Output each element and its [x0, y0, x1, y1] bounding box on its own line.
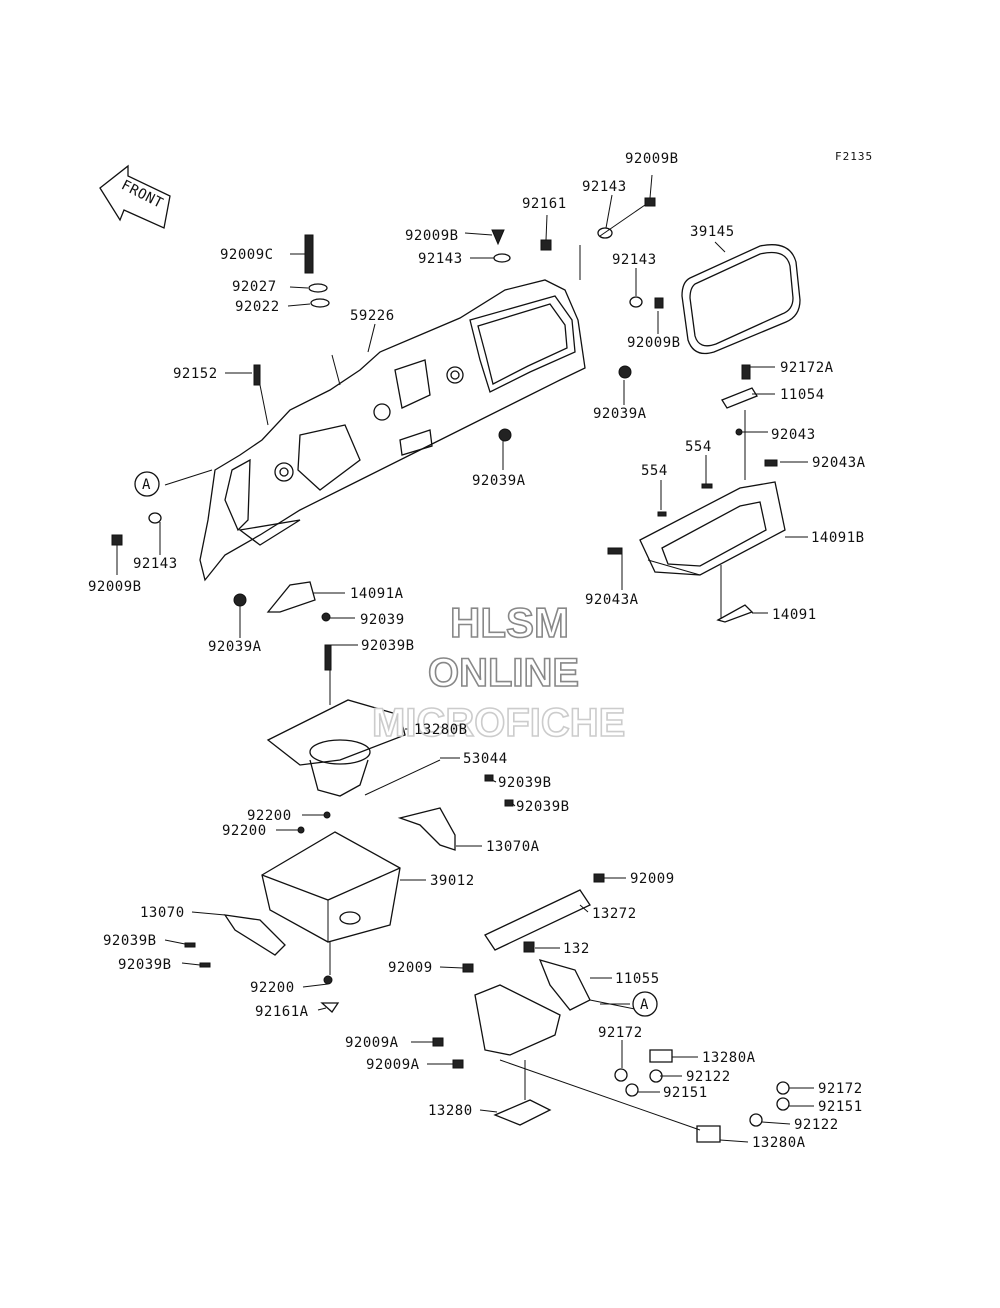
part-label: 14091B	[811, 530, 865, 546]
part-label: 92151	[818, 1099, 863, 1115]
part-label: 132	[563, 941, 590, 957]
part-label: 92161A	[255, 1004, 309, 1020]
part-label: 39012	[430, 873, 475, 889]
part-label: 13280	[428, 1103, 473, 1119]
part-label: 13272	[592, 906, 637, 922]
part-label: 92151	[663, 1085, 708, 1101]
part-label: 92009B	[627, 335, 681, 351]
part-label: 92043	[771, 427, 816, 443]
part-label: 39145	[690, 224, 735, 240]
part-label: 59226	[350, 308, 395, 324]
part-label: 92039A	[593, 406, 647, 422]
part-label: 92009B	[88, 579, 142, 595]
bracket-13280	[493, 1099, 552, 1126]
part-label: 92009	[630, 871, 675, 887]
part-label: 92172	[818, 1081, 863, 1097]
part-label: 92200	[247, 808, 292, 824]
frame-bracket-132	[474, 959, 591, 1056]
part-label: 92009A	[366, 1057, 420, 1073]
part-label: 11055	[615, 971, 660, 987]
watermark-line-2: ONLINE	[428, 651, 579, 695]
part-labels: 92009B 92143 92161 92009B 92143 92009C 9…	[88, 151, 866, 1151]
dash-panel-59226	[199, 279, 586, 582]
tray-13280B	[266, 699, 406, 797]
part-label: 92039B	[103, 933, 157, 949]
part-label: 92039A	[208, 639, 262, 655]
part-label: 92027	[232, 279, 277, 295]
part-label: 11054	[780, 387, 825, 403]
front-arrow-icon: FRONT	[99, 164, 171, 229]
part-label: 13280A	[752, 1135, 806, 1151]
part-label: 92043A	[812, 455, 866, 471]
part-label: 92172A	[780, 360, 834, 376]
part-label: 92009	[388, 960, 433, 976]
part-label: 92022	[235, 299, 280, 315]
part-label: 92039	[360, 612, 405, 628]
part-label: 92039B	[361, 638, 415, 654]
part-label: 92043A	[585, 592, 639, 608]
bracket-13070A	[397, 807, 456, 851]
part-label: 92039A	[472, 473, 526, 489]
part-label: 13070	[140, 905, 185, 921]
cover-14091A	[266, 581, 316, 613]
part-label: 92039B	[516, 799, 570, 815]
callout-a-lower: A	[632, 991, 658, 1017]
figure-code: F2135	[835, 150, 873, 163]
part-label: 13070A	[486, 839, 540, 855]
part-label: 13280A	[702, 1050, 756, 1066]
part-label: 92143	[133, 556, 178, 572]
part-label: 92009C	[220, 247, 274, 263]
part-label: 14091	[772, 607, 817, 623]
callout-a-upper: A	[134, 471, 160, 497]
part-label: 13280B	[414, 722, 468, 738]
svg-text:A: A	[640, 997, 649, 1013]
gasket-39145	[681, 244, 801, 355]
plate-13272	[484, 889, 591, 951]
part-label: 92122	[794, 1117, 839, 1133]
part-label: 554	[641, 463, 668, 479]
part-label: 92009B	[405, 228, 459, 244]
part-label: 92143	[582, 179, 627, 195]
watermark-line-1: HLSM	[450, 599, 569, 646]
part-label: 92009A	[345, 1035, 399, 1051]
part-label: 14091A	[350, 586, 404, 602]
watermark-line-3: MICROFICHE	[372, 701, 625, 745]
latch-14091	[716, 604, 754, 623]
part-label: 92152	[173, 366, 218, 382]
bracket-13070	[223, 914, 286, 956]
part-label: 554	[685, 439, 712, 455]
part-label: 92143	[612, 252, 657, 268]
lid-14091B	[639, 481, 786, 576]
box-39012	[261, 831, 401, 943]
watermark: HLSM ONLINE MICROFICHE	[371, 598, 626, 746]
part-label: 92200	[222, 823, 267, 839]
part-label: 92200	[250, 980, 295, 996]
part-label: 92143	[418, 251, 463, 267]
rod-53044	[364, 759, 441, 796]
part-label: 92039B	[498, 775, 552, 791]
leader-lines	[116, 174, 814, 1143]
part-label: 92161	[522, 196, 567, 212]
part-label: 92009B	[625, 151, 679, 167]
part-label: 92172	[598, 1025, 643, 1041]
svg-text:A: A	[142, 477, 151, 493]
part-label: 92039B	[118, 957, 172, 973]
part-label: 92122	[686, 1069, 731, 1085]
part-label: 53044	[463, 751, 508, 767]
